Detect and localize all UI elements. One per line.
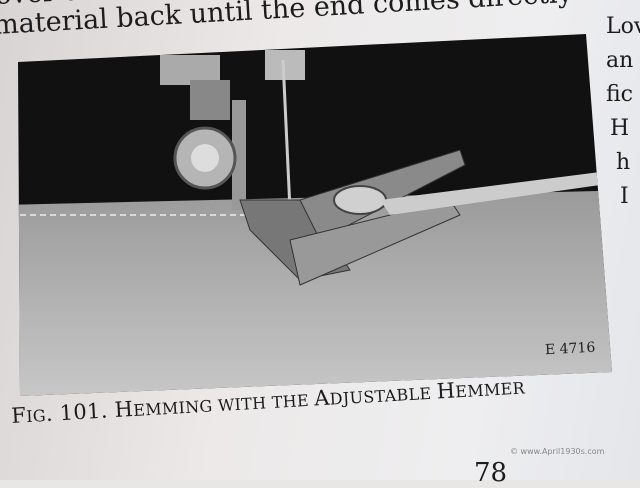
- side-text-fragment: Lov: [606, 14, 640, 39]
- fabric: [18, 190, 612, 396]
- caption-part: . 101.: [45, 398, 116, 427]
- adjust-screw: [333, 185, 387, 215]
- side-text-fragment: h: [616, 150, 631, 175]
- side-text-fragment: I: [620, 184, 629, 209]
- needle: [281, 59, 292, 211]
- page-number: 78: [474, 458, 508, 488]
- caption-part: H: [435, 378, 456, 404]
- copyright-watermark: © www.April1930s.com: [510, 447, 605, 456]
- caption-part: A: [313, 385, 331, 411]
- side-text-fragment: fic: [606, 82, 633, 107]
- figure-code: E 4716: [544, 339, 596, 359]
- caption-part: F: [10, 403, 27, 428]
- caption-part: IG: [25, 406, 47, 427]
- side-text-fragment: an: [606, 48, 634, 73]
- caption-part: EMMER: [454, 378, 526, 402]
- side-text-fragment: H: [610, 116, 630, 141]
- caption-part: H: [113, 397, 134, 423]
